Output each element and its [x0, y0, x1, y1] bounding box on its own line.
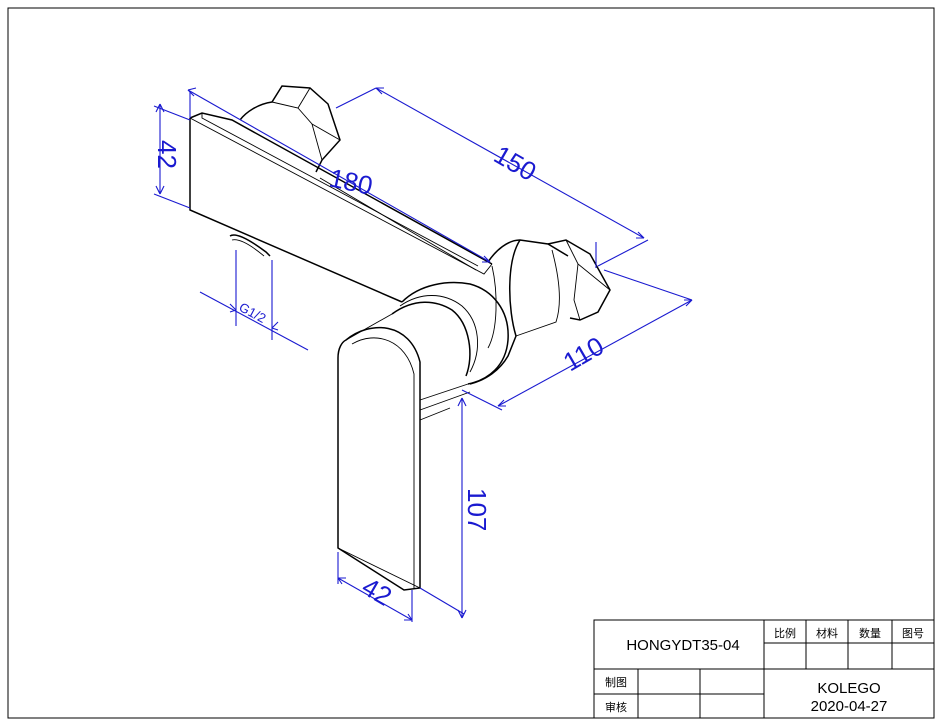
drawing-frame: [7, 7, 935, 719]
header-quantity: 数量: [859, 627, 881, 640]
dim-42-top-label: 42: [152, 140, 182, 169]
dim-thread-label: G1/2: [237, 299, 269, 325]
part-number: HONGYDT35-04: [626, 637, 739, 654]
dim-110-label: 110: [558, 330, 609, 377]
header-material: 材料: [816, 626, 838, 640]
dimension-labels: 180 150 42 110 107 42 G1/2: [152, 139, 609, 611]
dim-180-label: 180: [327, 163, 376, 201]
reviewed-by-label: 审核: [605, 700, 627, 714]
company-name: KOLEGO: [817, 680, 880, 697]
header-scale: 比例: [774, 626, 796, 640]
drawing-date: 2020-04-27: [811, 698, 888, 715]
dim-150-label: 150: [489, 139, 542, 187]
dim-107-label: 107: [462, 488, 492, 531]
dim-42-bottom-label: 42: [357, 571, 397, 611]
faucet-outline: [189, 85, 611, 591]
dimension-lines: [153, 87, 693, 622]
title-block: HONGYDT35-04 比例 材料 数量 图号 制图 审核 KOLEGO 20…: [593, 619, 935, 719]
header-drawing-no: 图号: [902, 627, 924, 640]
drawn-by-label: 制图: [605, 676, 627, 689]
